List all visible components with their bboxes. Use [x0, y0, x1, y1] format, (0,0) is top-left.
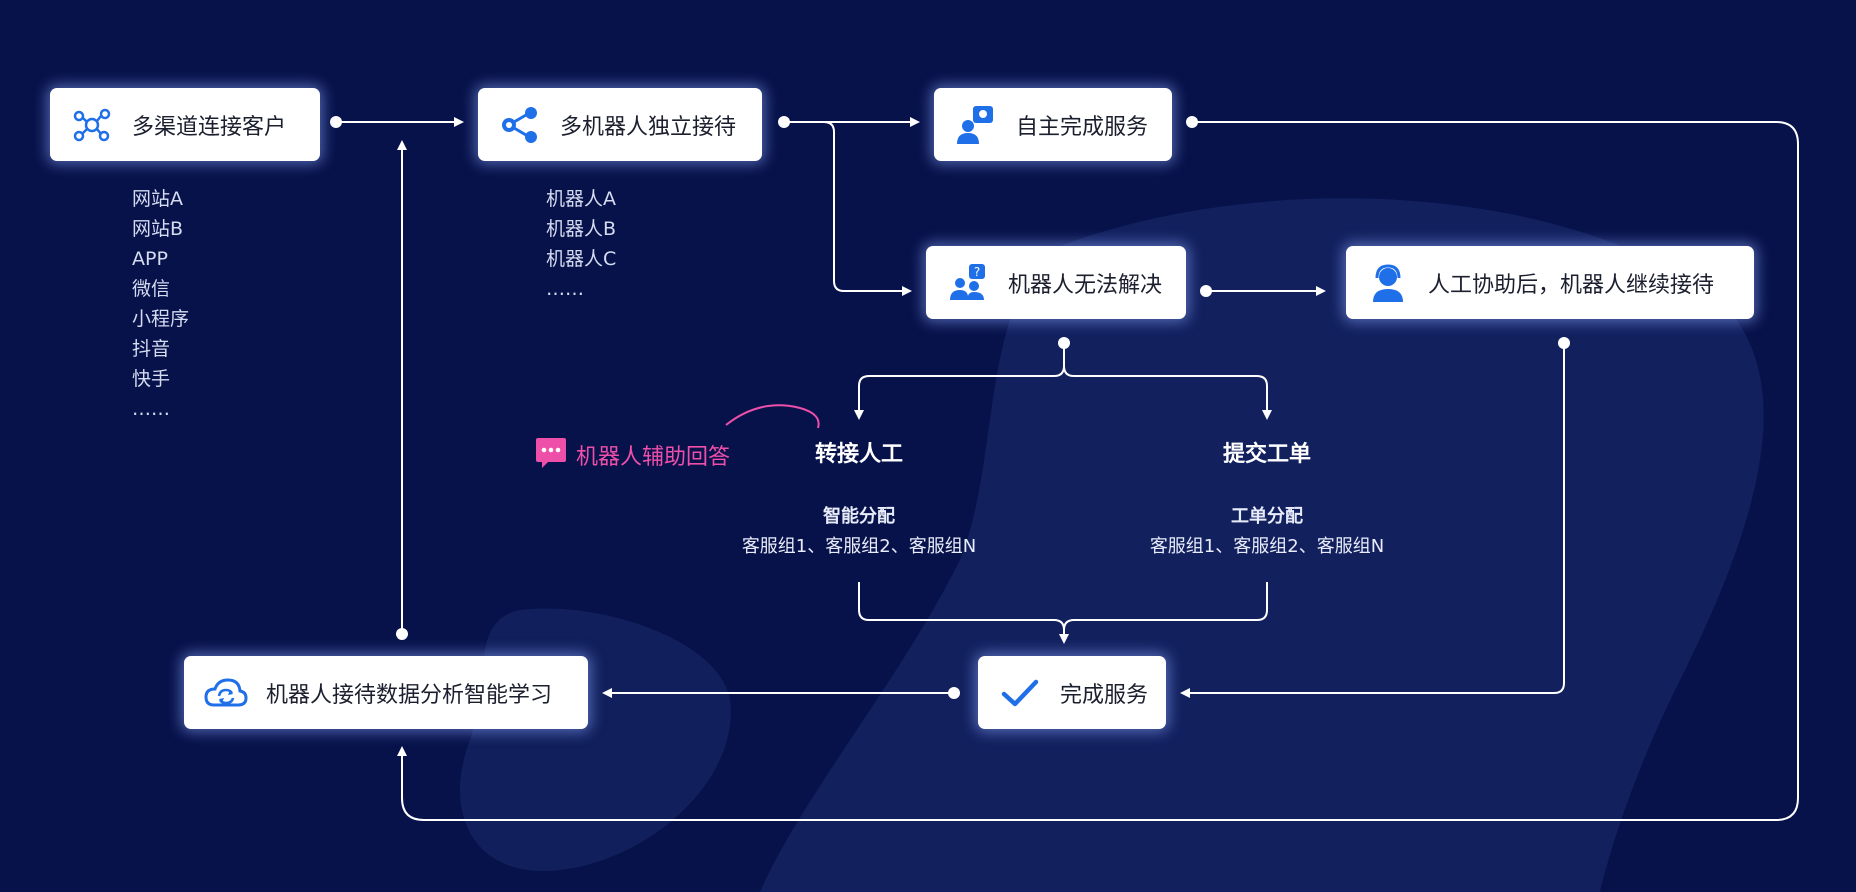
transfer-groups: 客服组1、客服组2、客服组N: [741, 536, 977, 557]
arrow-transfer-to-complete: [858, 582, 1069, 644]
node-robots: 多机器人独立接待: [478, 88, 762, 161]
node-self-service-label: 自主完成服务: [1016, 114, 1149, 140]
node-learning: 机器人接待数据分析智能学习: [184, 656, 588, 729]
node-complete-label: 完成服务: [1060, 682, 1149, 708]
robot-list: 机器人A 机器人B 机器人C ……: [546, 184, 616, 304]
node-learning-label: 机器人接待数据分析智能学习: [266, 682, 553, 708]
list-item: 网站A: [132, 188, 183, 210]
idea-person-icon: [954, 103, 998, 147]
robot-assist-label: 机器人辅助回答: [534, 436, 730, 474]
node-channels: 多渠道连接客户: [50, 88, 320, 161]
list-item: 抖音: [132, 338, 171, 360]
node-complete: 完成服务: [978, 656, 1166, 729]
chat-bubble-icon: [534, 436, 568, 474]
arrow-unresolved-to-transfer: [854, 343, 1065, 420]
svg-text:?: ?: [974, 265, 980, 279]
transfer-title: 转接人工: [814, 442, 903, 467]
transfer-details: 智能分配 客服组1、客服组2、客服组N: [699, 502, 1019, 562]
list-item: 小程序: [132, 308, 190, 330]
node-self-service: 自主完成服务: [934, 88, 1172, 161]
ticket-sub-title: 工单分配: [1231, 506, 1303, 527]
cloud-sync-icon: [204, 671, 248, 715]
list-item: 微信: [132, 278, 171, 300]
ticket-title: 提交工单: [1222, 442, 1311, 467]
checkmark-icon: [998, 671, 1042, 715]
list-item: ……: [546, 278, 584, 300]
list-item: ……: [132, 398, 170, 420]
arrow-ticket-to-complete: [1063, 582, 1268, 631]
list-item: 机器人C: [546, 248, 617, 270]
ticket-details: 工单分配 客服组1、客服组2、客服组N: [1107, 502, 1427, 562]
assist-curve: [725, 404, 820, 429]
ticket-groups: 客服组1、客服组2、客服组N: [1149, 536, 1385, 557]
share-icon: [498, 103, 542, 147]
node-robots-label: 多机器人独立接待: [560, 114, 737, 140]
list-item: 快手: [132, 368, 171, 390]
node-human-assist-label: 人工协助后，机器人继续接待: [1428, 272, 1715, 298]
robot-assist-text: 机器人辅助回答: [576, 445, 731, 470]
transfer-sub-title: 智能分配: [823, 506, 895, 527]
node-unresolved: ? 机器人无法解决: [926, 246, 1186, 319]
arrow-human-assist-to-complete: [1180, 343, 1565, 698]
network-icon: [70, 103, 114, 147]
arrow-self-service-to-learning: [397, 121, 1799, 821]
channel-list: 网站A 网站B APP 微信 小程序 抖音 快手 ……: [132, 184, 189, 424]
arrow-unresolved-to-ticket: [1063, 365, 1272, 420]
node-unresolved-label: 机器人无法解决: [1008, 272, 1163, 298]
question-people-icon: ?: [946, 261, 990, 305]
node-human-assist: 人工协助后，机器人继续接待: [1346, 246, 1754, 319]
list-item: 机器人B: [546, 218, 617, 240]
arrow-robots-to-unresolved: [784, 121, 912, 296]
node-channels-label: 多渠道连接客户: [132, 114, 287, 140]
list-item: APP: [132, 248, 168, 270]
list-item: 网站B: [132, 218, 184, 240]
list-item: 机器人A: [546, 188, 616, 210]
headset-agent-icon: [1366, 261, 1410, 305]
